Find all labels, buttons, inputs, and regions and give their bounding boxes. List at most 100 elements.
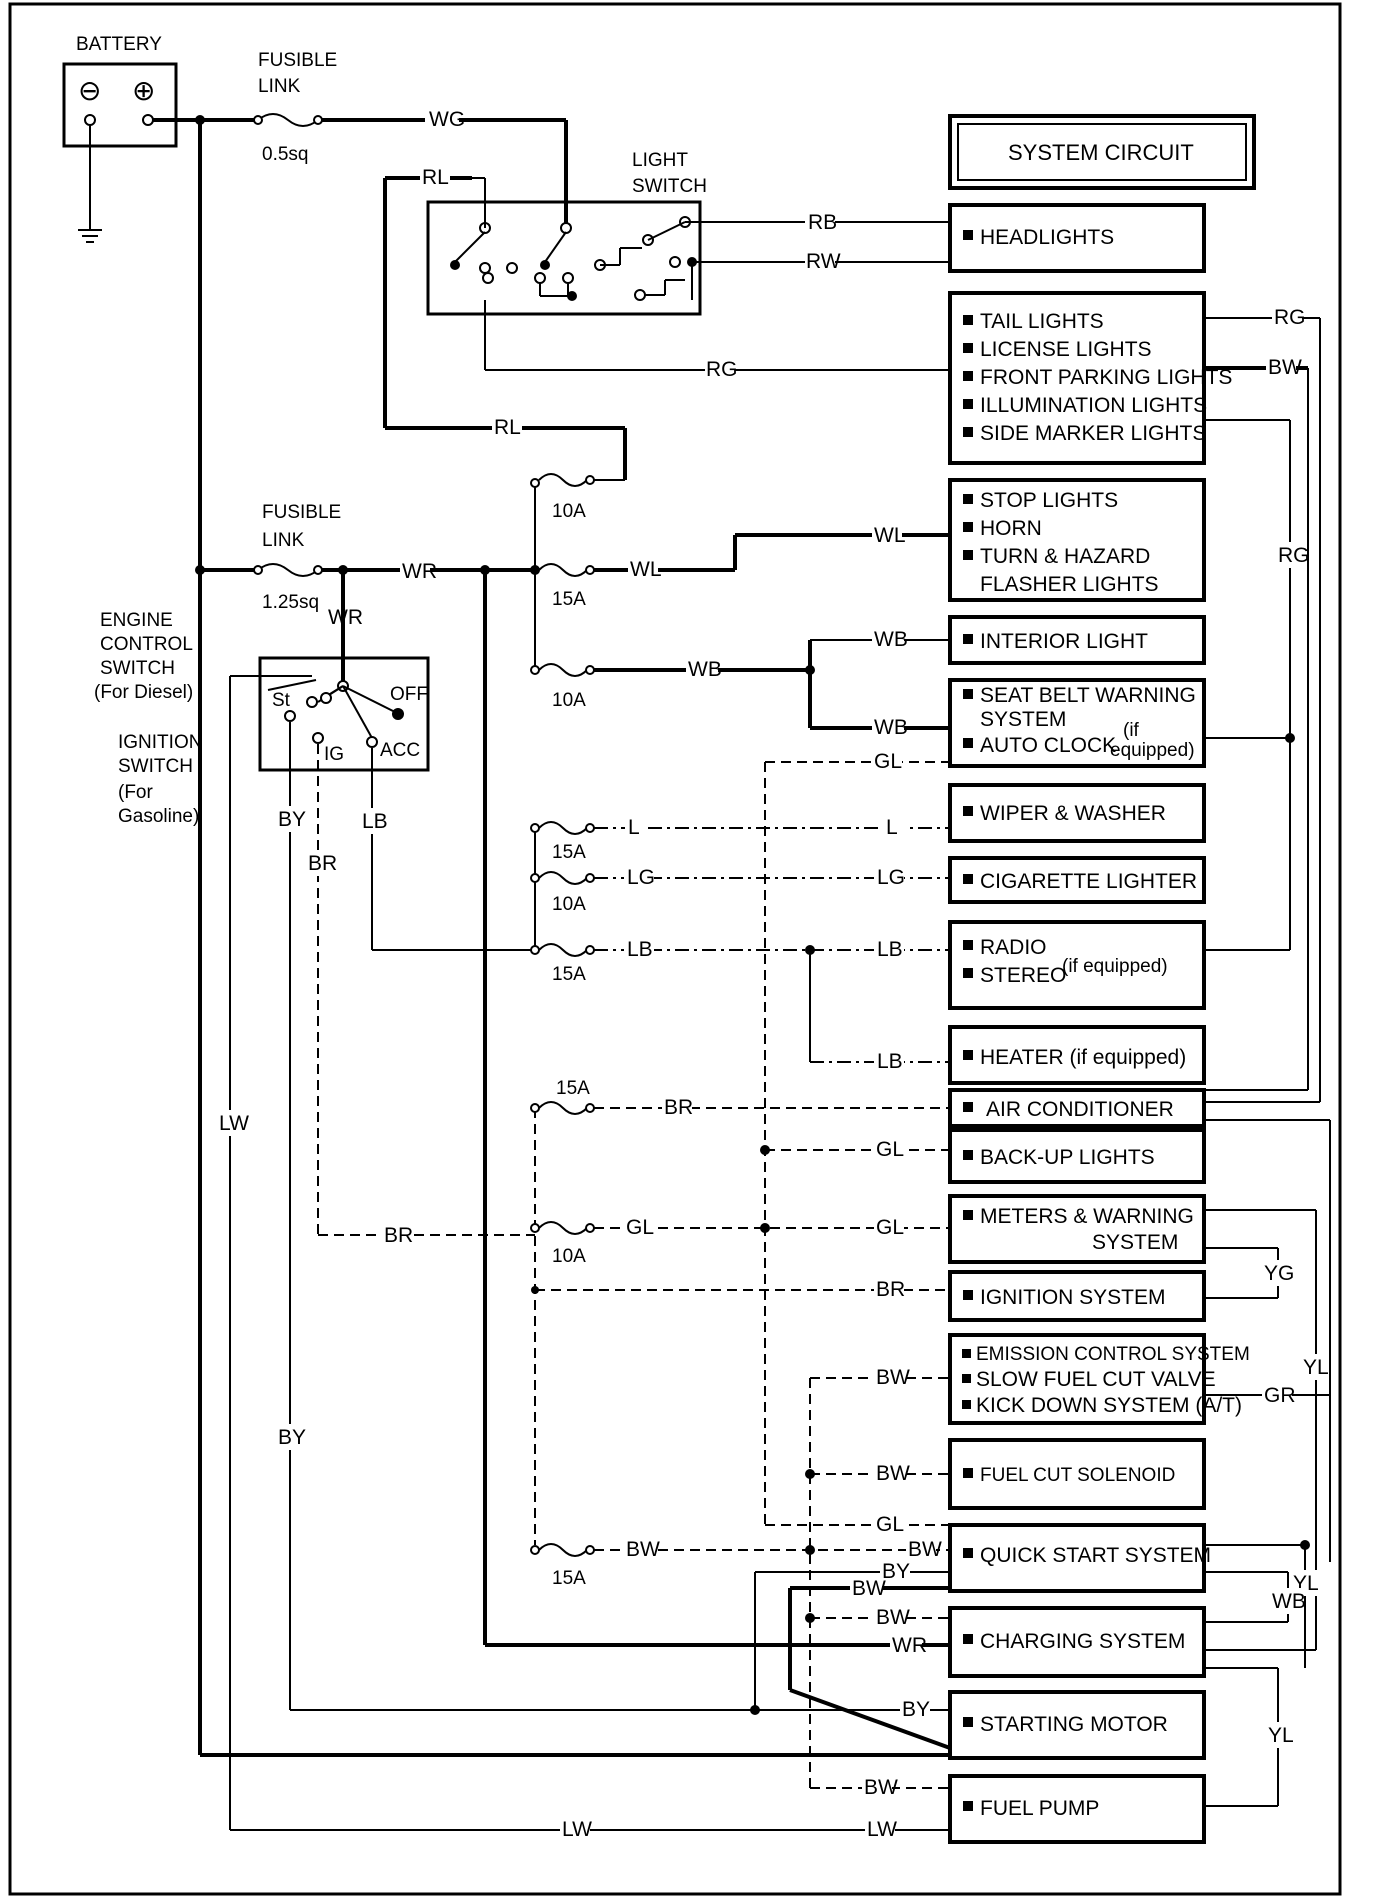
svg-text:SWITCH: SWITCH [100, 658, 175, 679]
svg-text:equipped): equipped) [1110, 740, 1195, 761]
svg-text:CONTROL: CONTROL [100, 634, 193, 655]
svg-text:CHARGING SYSTEM: CHARGING SYSTEM [980, 1630, 1185, 1653]
svg-text:GL: GL [876, 1513, 904, 1536]
svg-text:WR: WR [328, 606, 363, 629]
svg-text:INTERIOR LIGHT: INTERIOR LIGHT [980, 630, 1148, 653]
fuse-10a-3: 10A [552, 894, 586, 915]
svg-text:(if equipped): (if equipped) [1062, 956, 1168, 977]
svg-text:(For Diesel): (For Diesel) [94, 682, 193, 703]
box-seatbelt [948, 678, 1206, 768]
svg-text:LB: LB [627, 938, 653, 961]
svg-text:SIDE MARKER LIGHTS: SIDE MARKER LIGHTS [980, 422, 1206, 445]
svg-text:TAIL LIGHTS: TAIL LIGHTS [980, 310, 1104, 333]
svg-text:GL: GL [876, 1138, 904, 1161]
svg-text:GL: GL [626, 1216, 654, 1239]
svg-text:WG: WG [429, 108, 465, 131]
svg-text:LG: LG [627, 866, 655, 889]
svg-text:ILLUMINATION LIGHTS: ILLUMINATION LIGHTS [980, 394, 1207, 417]
box-quick-start [948, 1523, 1206, 1593]
svg-text:BW: BW [876, 1462, 910, 1485]
fuse-10a-4: 10A [552, 1246, 586, 1267]
page-title: SYSTEM CIRCUIT [1008, 140, 1194, 165]
svg-text:HEADLIGHTS: HEADLIGHTS [980, 226, 1114, 249]
svg-text:WB: WB [874, 716, 908, 739]
svg-text:FUEL PUMP: FUEL PUMP [980, 1797, 1099, 1820]
fuse-15a-3: 15A [552, 964, 586, 985]
svg-text:BY: BY [278, 1426, 306, 1449]
svg-text:SLOW FUEL CUT VALVE: SLOW FUEL CUT VALVE [976, 1368, 1216, 1391]
ignition-st-label: St [272, 690, 291, 711]
system-boxes: SYSTEM CIRCUIT HEADLIGHTS TAIL LIGHTS LI… [948, 114, 1256, 1844]
svg-text:GL: GL [876, 1216, 904, 1239]
fuse-15a-4: 15A [556, 1078, 590, 1099]
box-starting-motor [948, 1690, 1206, 1760]
svg-text:YG: YG [1264, 1262, 1294, 1285]
svg-text:BR: BR [308, 852, 337, 875]
svg-text:WB: WB [688, 658, 722, 681]
svg-text:L: L [886, 816, 898, 839]
svg-text:BW: BW [908, 1538, 942, 1561]
svg-text:LINK: LINK [262, 530, 305, 551]
svg-text:Gasoline): Gasoline) [118, 806, 199, 827]
svg-text:BY: BY [882, 1560, 910, 1583]
svg-text:WR: WR [892, 1634, 927, 1657]
svg-text:WR: WR [402, 560, 437, 583]
battery-negative-icon: ⊖ [78, 74, 101, 107]
svg-text:LB: LB [877, 938, 903, 961]
box-interior-light [948, 615, 1206, 665]
svg-text:WL: WL [874, 524, 906, 547]
fuse-15a-1: 15A [552, 589, 586, 610]
box-ignition-system [948, 1270, 1206, 1322]
svg-text:GR: GR [1264, 1384, 1296, 1407]
svg-text:LW: LW [867, 1818, 897, 1841]
fuse-block-acc: 15A L L 10A LG LG 15A LB LB LB [530, 748, 950, 1537]
box-radio [948, 920, 1206, 1010]
svg-text:QUICK START SYSTEM: QUICK START SYSTEM [980, 1544, 1211, 1567]
svg-text:WIPER & WASHER: WIPER & WASHER [980, 802, 1166, 825]
light-switch: LIGHT SWITCH [383, 120, 950, 480]
svg-text:BW: BW [876, 1606, 910, 1629]
svg-text:EMISSION CONTROL SYSTEM: EMISSION CONTROL SYSTEM [976, 1344, 1250, 1365]
ignition-switch: ENGINE CONTROL SWITCH (For Diesel) IGNIT… [94, 570, 950, 1842]
svg-text:SWITCH: SWITCH [632, 176, 707, 197]
svg-text:CIGARETTE LIGHTER: CIGARETTE LIGHTER [980, 870, 1197, 893]
svg-text:YL: YL [1268, 1724, 1294, 1747]
svg-text:(if: (if [1123, 720, 1140, 741]
svg-text:YL: YL [1303, 1356, 1329, 1379]
box-cigarette [948, 856, 1206, 904]
battery-label: BATTERY [76, 34, 162, 55]
svg-text:BW: BW [852, 1577, 886, 1600]
svg-text:LB: LB [362, 810, 388, 833]
svg-text:RL: RL [422, 166, 449, 189]
svg-text:GL: GL [874, 750, 902, 773]
svg-text:LINK: LINK [258, 76, 301, 97]
svg-text:BY: BY [278, 808, 306, 831]
svg-text:STEREO: STEREO [980, 964, 1066, 987]
box-headlights [948, 203, 1206, 273]
svg-text:HORN: HORN [980, 517, 1042, 540]
svg-text:LG: LG [877, 866, 905, 889]
svg-text:STOP LIGHTS: STOP LIGHTS [980, 489, 1118, 512]
svg-text:BW: BW [626, 1538, 660, 1561]
svg-text:FLASHER LIGHTS: FLASHER LIGHTS [980, 573, 1159, 596]
box-emission [948, 1333, 1206, 1425]
svg-text:WL: WL [630, 558, 662, 581]
svg-text:HEATER (if equipped): HEATER (if equipped) [980, 1046, 1186, 1069]
svg-text:IGNITION: IGNITION [118, 732, 202, 753]
ignition-ig-label: IG [324, 744, 344, 765]
svg-text:TURN & HAZARD: TURN & HAZARD [980, 545, 1150, 568]
fuse-15a-5: 15A [552, 1568, 586, 1589]
title-box [948, 114, 1256, 190]
ignition-acc-label: ACC [380, 740, 420, 761]
fuse-block-upper: 10A 15A WL WL 10A WB WB WB [530, 473, 950, 740]
svg-text:AUTO CLOCK: AUTO CLOCK [980, 734, 1116, 757]
svg-text:IGNITION SYSTEM: IGNITION SYSTEM [980, 1286, 1166, 1309]
svg-text:BR: BR [876, 1278, 905, 1301]
svg-text:LW: LW [562, 1818, 592, 1841]
svg-text:METERS & WARNING: METERS & WARNING [980, 1205, 1194, 1228]
fusible-link-2-label: FUSIBLE [262, 502, 341, 523]
light-switch-label: LIGHT [632, 150, 688, 171]
svg-text:RG: RG [1278, 544, 1310, 567]
svg-text:LW: LW [219, 1112, 249, 1135]
svg-text:RG: RG [706, 358, 738, 381]
